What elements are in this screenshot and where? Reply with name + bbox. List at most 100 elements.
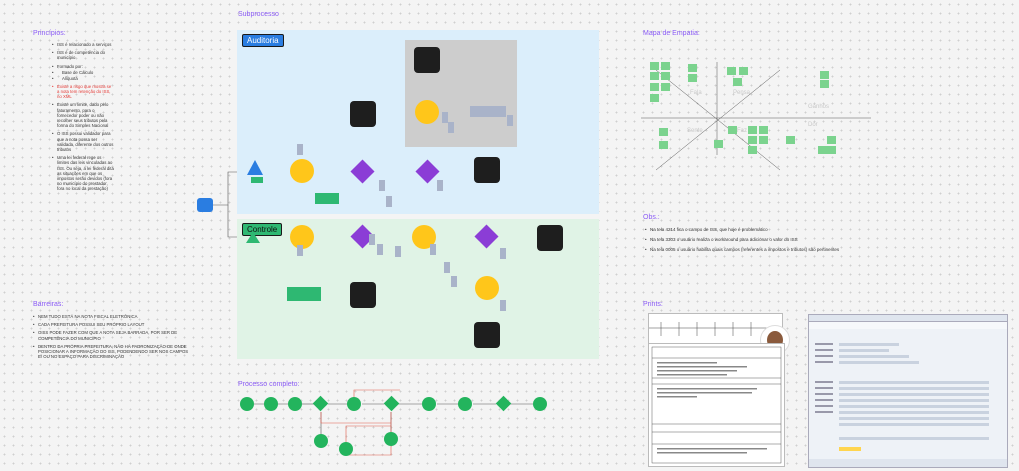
controle-dark-task[interactable] — [537, 225, 563, 251]
sticky-note[interactable] — [650, 94, 659, 102]
principio-subitem: Alíquota — [52, 76, 114, 81]
auditoria-green-note — [315, 193, 339, 204]
principio-item: Existe um limite, dado pelo faturamento,… — [52, 102, 114, 128]
controle-start-triangle[interactable] — [246, 232, 260, 243]
principio-item: Existe a risgo que mostra se a nota tem … — [52, 84, 114, 100]
label-note — [251, 177, 263, 183]
process-step[interactable] — [384, 432, 398, 446]
controle-note — [430, 244, 436, 255]
principio-subitem: Base de Cálculo — [52, 70, 114, 75]
sticky-note[interactable] — [650, 62, 659, 70]
empathy-quadrant-label: Sente — [687, 128, 703, 134]
empathy-quadrant-label: Fala — [690, 90, 702, 96]
empathy-quadrant-label: Ganhos — [808, 104, 830, 110]
process-step[interactable] — [264, 397, 278, 411]
obs-item: Na tela 4214 fica o campo de ISS, que ho… — [645, 227, 895, 233]
barreira-item: NEM TUDO ESTÁ NA NOTA FISCAL ELETRÔNICA — [33, 314, 193, 319]
process-step[interactable] — [422, 397, 436, 411]
process-step[interactable] — [458, 397, 472, 411]
controle-note — [444, 262, 450, 273]
sticky-note[interactable] — [714, 140, 723, 148]
start-node[interactable] — [197, 198, 213, 212]
auditoria-note — [448, 122, 454, 133]
obs-list: Na tela 4214 fica o campo de ISS, que ho… — [645, 227, 895, 257]
subprocesso-title: Subprocesso — [238, 11, 279, 18]
sticky-note[interactable] — [739, 67, 748, 75]
barreiras-title: Barreiras: — [33, 301, 64, 308]
sticky-note[interactable] — [820, 71, 829, 79]
sticky-note[interactable] — [659, 141, 668, 149]
sticky-note[interactable] — [827, 136, 836, 144]
processo-completo-title: Processo completo: — [238, 381, 300, 388]
sticky-note[interactable] — [786, 136, 795, 144]
sticky-note[interactable] — [727, 67, 736, 75]
sticky-note[interactable] — [728, 126, 737, 134]
sticky-note[interactable] — [827, 146, 836, 154]
process-step[interactable] — [533, 397, 547, 411]
process-step[interactable] — [240, 397, 254, 411]
controle-green-note — [287, 287, 321, 301]
controle-dark-task-2[interactable] — [350, 282, 376, 308]
sticky-note[interactable] — [661, 83, 670, 91]
process-step[interactable] — [288, 397, 302, 411]
principio-item: O ISS possui validador para que a nota p… — [52, 131, 114, 152]
auditoria-note — [379, 180, 385, 191]
barreira-item: DENTRO DA PRÓPRIA PREFEITURA, NÃO HÁ PAD… — [33, 344, 193, 360]
print-invoice-document[interactable] — [648, 343, 785, 467]
erp-form-image — [809, 343, 1007, 467]
auditoria-lane-label: Auditoria — [242, 34, 284, 47]
auditoria-end-task[interactable] — [474, 157, 500, 183]
sticky-note[interactable] — [748, 126, 757, 134]
barreira-item: CADA PREFEITURA POSSUI SEU PRÓPRIO LAYOU… — [33, 322, 193, 327]
sticky-note[interactable] — [818, 146, 827, 154]
auditoria-note — [297, 144, 303, 155]
sticky-note[interactable] — [759, 136, 768, 144]
start-triangle[interactable] — [247, 160, 263, 175]
principio-item: Uma lei federal rege os limites das leis… — [52, 155, 114, 191]
controle-note — [369, 234, 375, 245]
controle-end-task[interactable] — [474, 322, 500, 348]
controle-note — [500, 300, 506, 311]
controle-note — [500, 248, 506, 259]
auditoria-task-circle-2[interactable] — [415, 100, 439, 124]
invoice-image — [651, 346, 782, 464]
empathy-quadrant-label: Faz — [737, 128, 748, 134]
sticky-note[interactable] — [661, 72, 670, 80]
sticky-note[interactable] — [820, 80, 829, 88]
sticky-note[interactable] — [650, 83, 659, 91]
auditoria-note — [437, 180, 443, 191]
process-step[interactable] — [314, 434, 328, 448]
principios-list: ISS é relacionado a serviços ISS é de co… — [52, 42, 114, 195]
principio-item: Formado por: — [52, 64, 114, 69]
table-grid-image — [649, 322, 782, 336]
sticky-note[interactable] — [759, 126, 768, 134]
sticky-note[interactable] — [748, 146, 757, 154]
controle-note — [451, 276, 457, 287]
sticky-note[interactable] — [688, 74, 697, 82]
auditoria-note — [507, 115, 513, 126]
mapa-empatia-title: Mapa de Empatia: — [643, 30, 700, 37]
auditoria-task-circle[interactable] — [290, 159, 314, 183]
process-step[interactable] — [339, 442, 353, 456]
erp-toolbar — [809, 322, 1007, 329]
sticky-note[interactable] — [661, 62, 670, 70]
obs-item: Na tela 3303 o usuário realiza o workaro… — [645, 237, 895, 243]
process-step[interactable] — [347, 397, 361, 411]
principios-title: Princípios: — [33, 30, 66, 37]
sticky-note[interactable] — [659, 128, 668, 136]
barreiras-list: NEM TUDO ESTÁ NA NOTA FISCAL ELETRÔNICA … — [33, 314, 193, 362]
sticky-note[interactable] — [688, 64, 697, 72]
auditoria-dark-task-2[interactable] — [414, 47, 440, 73]
controle-task-circle-3[interactable] — [475, 276, 499, 300]
erp-titlebar — [809, 315, 1007, 322]
auditoria-note-wide — [470, 106, 506, 117]
print-erp-window[interactable] — [808, 314, 1008, 468]
auditoria-note — [386, 196, 392, 207]
empathy-quadrant-label: Pensa — [733, 90, 751, 96]
sticky-note[interactable] — [748, 136, 757, 144]
barreira-item: OISS PODE FAZER COM QUE A NOTA SEJA BARR… — [33, 330, 193, 340]
sticky-note[interactable] — [733, 78, 742, 86]
sticky-note[interactable] — [650, 72, 659, 80]
auditoria-dark-task[interactable] — [350, 101, 376, 127]
